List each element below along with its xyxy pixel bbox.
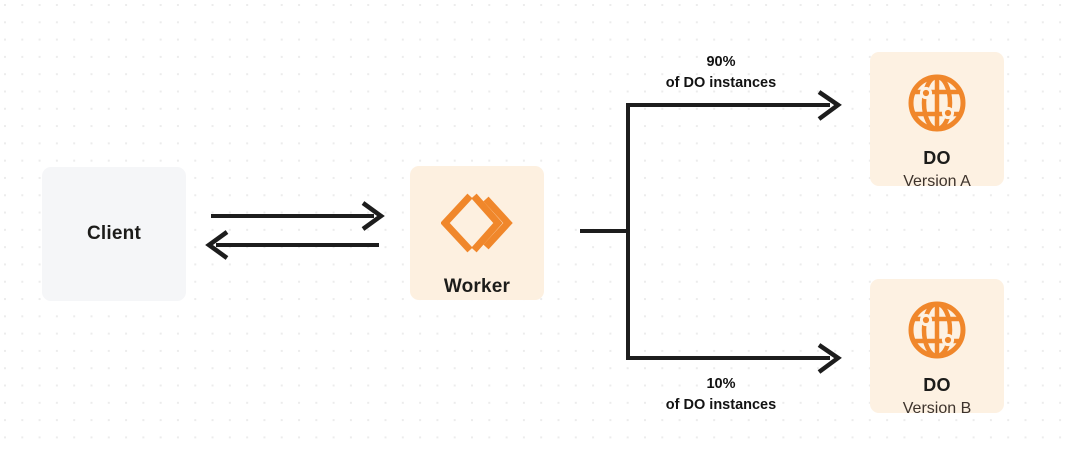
edge-label-do-b: 10% of DO instances <box>631 374 811 416</box>
edge-label-do-b-caption: of DO instances <box>665 397 777 413</box>
node-do-version-a[interactable]: DO Version A <box>870 52 1004 190</box>
edge-client-to-worker <box>211 201 385 231</box>
edge-branch-to-do-b <box>626 343 842 374</box>
edge-label-do-a-percent: 90% <box>706 54 736 70</box>
durable-object-globe-icon <box>906 299 968 361</box>
node-do-b-version: Version B <box>902 400 972 417</box>
node-client-label: Client <box>87 223 141 244</box>
edge-worker-to-client <box>205 230 379 260</box>
edge-label-do-b-percent: 10% <box>706 376 736 392</box>
edge-label-do-a-caption: of DO instances <box>665 75 777 91</box>
edge-branch-to-do-a <box>626 90 842 121</box>
node-worker[interactable]: Worker <box>410 166 544 300</box>
node-do-a-version: Version A <box>903 173 971 190</box>
node-do-version-b[interactable]: DO Version B <box>870 279 1004 417</box>
node-worker-label: Worker <box>443 276 511 297</box>
durable-object-globe-icon <box>906 72 968 134</box>
node-client[interactable]: Client <box>42 167 186 301</box>
node-do-a-label: DO <box>923 148 951 168</box>
node-do-b-label: DO <box>923 375 951 395</box>
edge-label-do-a: 90% of DO instances <box>631 52 811 94</box>
cloudflare-workers-icon <box>440 192 513 254</box>
